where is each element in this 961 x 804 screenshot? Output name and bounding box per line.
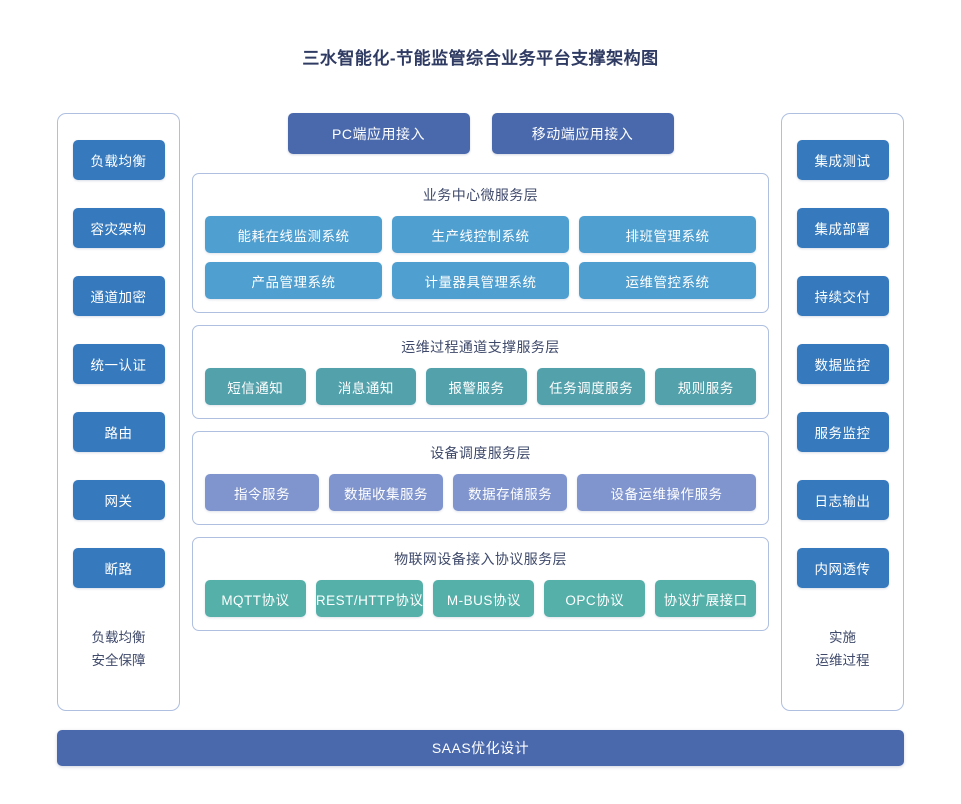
sidebar-item-label: 断路 [104,562,133,577]
sidebar-item-label: 数据监控 [814,358,871,373]
layer-device-scheduling: 设备调度服务层 指令服务 数据收集服务 数据存储服务 设备运维操作服务 [192,431,769,525]
sidebar-item-load-balance[interactable]: 负载均衡 [72,140,165,180]
node-label: 指令服务 [234,486,291,502]
sidebar-item-label: 集成部署 [814,222,871,237]
node-label: REST/HTTP协议 [315,592,424,608]
sidebar-item-label: 容灾架构 [90,222,147,237]
saas-optimization-label: SAAS优化设计 [431,740,530,756]
layer-business-microservices: 业务中心微服务层 能耗在线监测系统 生产线控制系统 排班管理系统 产品管理系统 … [192,173,769,313]
right-devops-panel: 集成测试 集成部署 持续交付 数据监控 服务监控 日志输出 内网透传 实施 运维… [781,113,904,711]
node-label: M-BUS协议 [446,592,521,608]
saas-optimization-bar[interactable]: SAAS优化设计 [57,730,904,766]
node-label: 运维管控系统 [625,274,710,290]
node-label: 数据收集服务 [344,486,429,502]
right-panel-footer-line1: 实施 [829,630,856,646]
node-label: 短信通知 [227,380,284,396]
sidebar-item-disaster-recovery[interactable]: 容灾架构 [72,208,165,248]
node-label: OPC协议 [565,592,625,608]
node-shift-management[interactable]: 排班管理系统 [579,216,756,253]
node-label: 数据存储服务 [468,486,553,502]
layer-row: 能耗在线监测系统 生产线控制系统 排班管理系统 [205,216,756,253]
page-title: 三水智能化-节能监管综合业务平台支撑架构图 [302,49,659,68]
center-column: PC端应用接入 移动端应用接入 业务中心微服务层 能耗在线监测系统 生产线控制系… [192,113,769,711]
left-panel-footer: 负载均衡 安全保障 [92,627,146,672]
node-rule-service[interactable]: 规则服务 [655,368,757,405]
node-label: 产品管理系统 [251,274,336,290]
node-label: 计量器具管理系统 [424,274,537,290]
sidebar-item-circuit-breaker[interactable]: 断路 [72,548,165,588]
node-rest-http-protocol[interactable]: REST/HTTP协议 [315,580,424,617]
sidebar-item-data-monitoring[interactable]: 数据监控 [796,344,889,384]
node-label: 排班管理系统 [625,228,710,244]
node-label: 能耗在线监测系统 [237,228,350,244]
left-support-panel: 负载均衡 容灾架构 通道加密 统一认证 路由 网关 断路 负载均衡 安全保障 [57,113,180,711]
access-button-label: PC端应用接入 [332,125,425,142]
node-mqtt-protocol[interactable]: MQTT协议 [205,580,306,617]
sidebar-item-label: 路由 [104,426,133,441]
sidebar-item-log-output[interactable]: 日志输出 [796,480,889,520]
node-label: 生产线控制系统 [431,228,530,244]
right-panel-footer-line2: 运维过程 [815,652,870,668]
node-label: MQTT协议 [221,592,290,608]
node-sms-notification[interactable]: 短信通知 [205,368,306,405]
node-ops-control[interactable]: 运维管控系统 [579,262,756,299]
layer-row: 短信通知 消息通知 报警服务 任务调度服务 规则服务 [205,368,757,405]
node-energy-monitoring[interactable]: 能耗在线监测系统 [205,216,382,253]
node-label: 消息通知 [337,380,394,396]
sidebar-item-label: 服务监控 [814,426,871,441]
access-button-mobile[interactable]: 移动端应用接入 [491,113,674,154]
node-label: 协议扩展接口 [663,592,748,608]
layer-title: 业务中心微服务层 [422,187,539,203]
sidebar-item-label: 负载均衡 [90,154,147,169]
sidebar-item-gateway[interactable]: 网关 [72,480,165,520]
node-label: 任务调度服务 [549,380,634,396]
sidebar-item-label: 统一认证 [90,358,147,373]
right-panel-footer: 实施 运维过程 [816,627,870,672]
layer-title: 物联网设备接入协议服务层 [394,551,567,567]
sidebar-item-label: 集成测试 [814,154,871,169]
sidebar-item-integration-test[interactable]: 集成测试 [796,140,889,180]
sidebar-item-continuous-delivery[interactable]: 持续交付 [796,276,889,316]
node-alarm-service[interactable]: 报警服务 [426,368,527,405]
layer-ops-channel-support: 运维过程通道支撑服务层 短信通知 消息通知 报警服务 任务调度服务 规则服务 [192,325,769,419]
node-label: 规则服务 [677,380,734,396]
layer-row: MQTT协议 REST/HTTP协议 M-BUS协议 OPC协议 协议扩展接口 [205,580,757,617]
sidebar-item-integration-deploy[interactable]: 集成部署 [796,208,889,248]
sidebar-item-label: 通道加密 [90,290,147,305]
node-production-line-control[interactable]: 生产线控制系统 [392,216,569,253]
left-panel-footer-line2: 安全保障 [91,652,146,668]
node-label: 设备运维操作服务 [610,486,723,502]
sidebar-item-label: 持续交付 [814,290,871,305]
sidebar-item-label: 内网透传 [814,562,871,577]
access-button-pc[interactable]: PC端应用接入 [287,113,470,154]
node-protocol-extension-interface[interactable]: 协议扩展接口 [655,580,757,617]
node-product-management[interactable]: 产品管理系统 [205,262,382,299]
sidebar-item-routing[interactable]: 路由 [72,412,165,452]
node-label: 报警服务 [448,380,505,396]
sidebar-item-intranet-tunneling[interactable]: 内网透传 [796,548,889,588]
node-device-ops-service[interactable]: 设备运维操作服务 [577,474,756,511]
node-task-scheduling-service[interactable]: 任务调度服务 [536,368,646,405]
sidebar-item-channel-encryption[interactable]: 通道加密 [72,276,165,316]
layer-iot-protocol-access: 物联网设备接入协议服务层 MQTT协议 REST/HTTP协议 M-BUS协议 … [192,537,769,631]
sidebar-item-label: 日志输出 [814,494,871,509]
node-mbus-protocol[interactable]: M-BUS协议 [433,580,535,617]
sidebar-item-label: 网关 [104,494,133,509]
node-data-collection-service[interactable]: 数据收集服务 [329,474,444,511]
layer-title: 设备调度服务层 [430,445,531,461]
sidebar-item-service-monitoring[interactable]: 服务监控 [796,412,889,452]
node-data-storage-service[interactable]: 数据存储服务 [453,474,568,511]
node-opc-protocol[interactable]: OPC协议 [544,580,646,617]
sidebar-item-unified-auth[interactable]: 统一认证 [72,344,165,384]
node-message-notification[interactable]: 消息通知 [315,368,417,405]
layer-title: 运维过程通道支撑服务层 [401,339,560,355]
layer-row: 产品管理系统 计量器具管理系统 运维管控系统 [205,262,756,299]
architecture-diagram: 负载均衡 容灾架构 通道加密 统一认证 路由 网关 断路 负载均衡 安全保障 P… [57,113,904,711]
node-command-service[interactable]: 指令服务 [205,474,320,511]
node-metering-device-management[interactable]: 计量器具管理系统 [392,262,569,299]
access-button-label: 移动端应用接入 [531,125,634,142]
application-access-row: PC端应用接入 移动端应用接入 [192,113,769,154]
left-panel-footer-line1: 负载均衡 [91,630,146,646]
layer-row: 指令服务 数据收集服务 数据存储服务 设备运维操作服务 [205,474,756,511]
